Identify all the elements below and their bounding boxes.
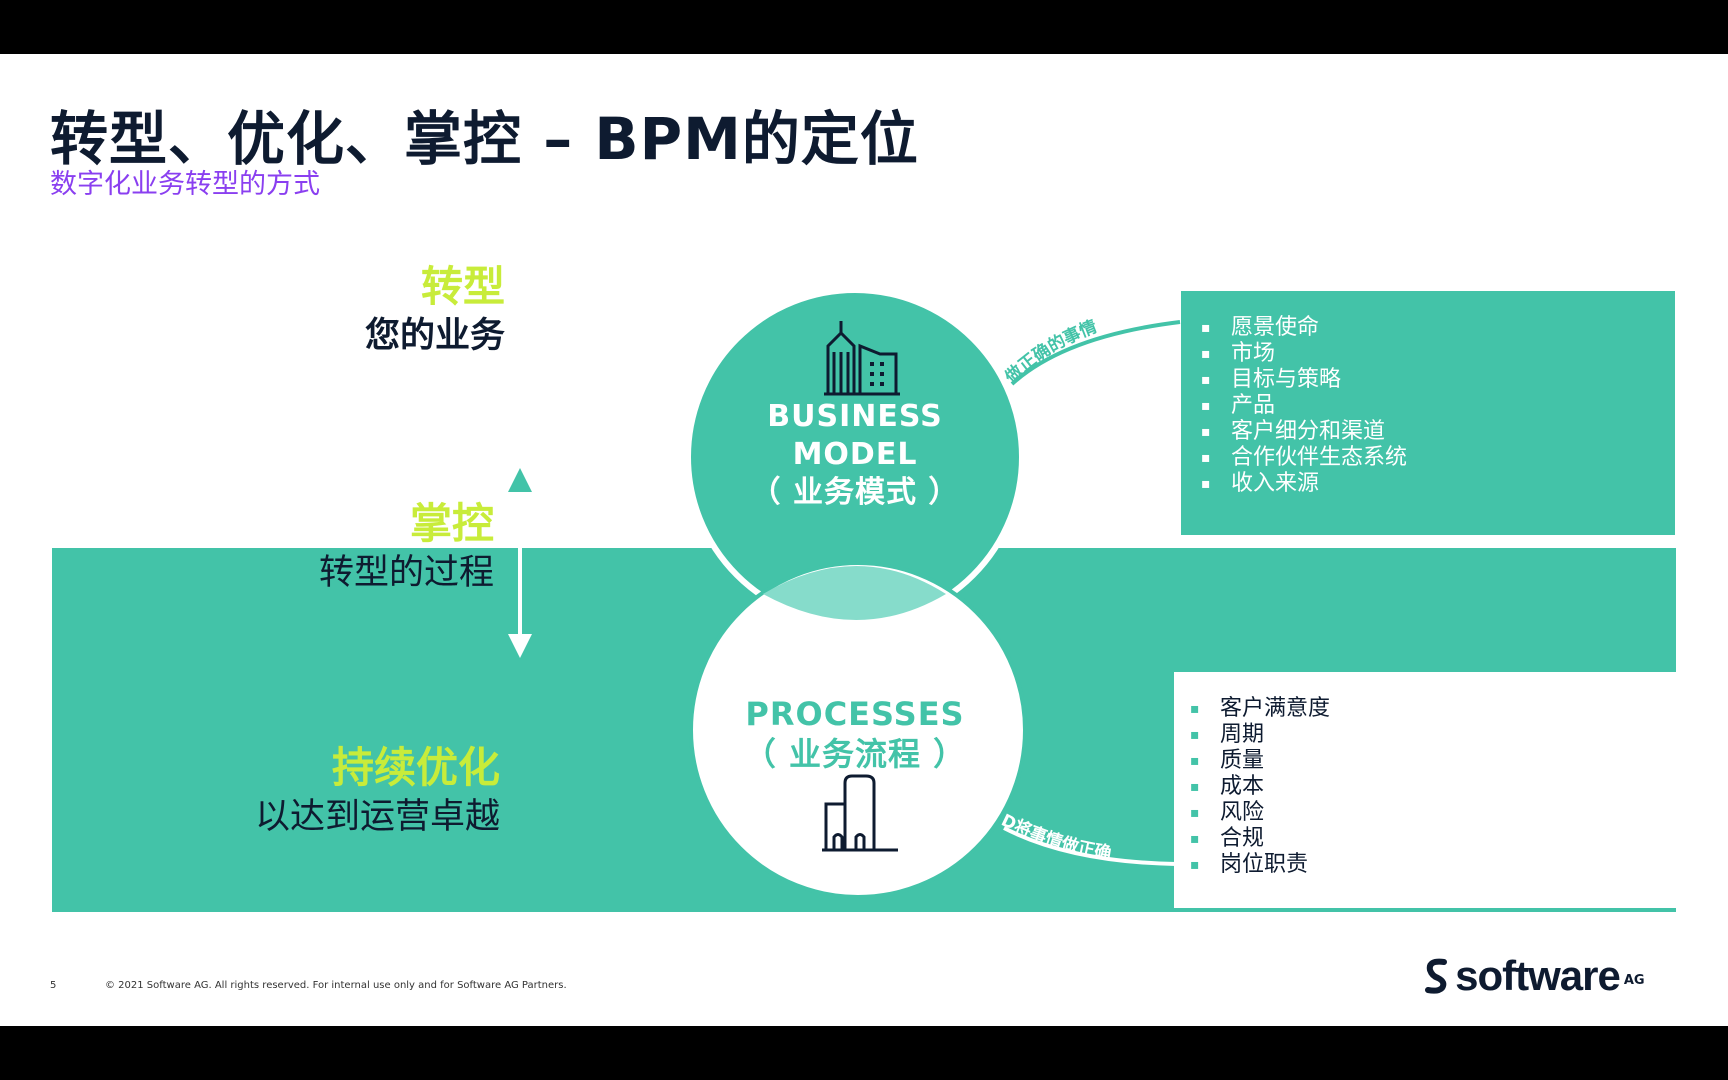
bottom-arc <box>1003 826 1177 866</box>
arc-label-top: 做正确的事情 <box>1000 316 1100 388</box>
list-item: 合作伙伴生态系统 <box>1201 445 1407 471</box>
label-transform: 转型 您的业务 <box>365 261 505 359</box>
processes-circle <box>689 561 1027 899</box>
page-number: 5 <box>50 980 57 991</box>
processes-label: PROCESSES （ 业务流程 ） <box>690 694 1020 774</box>
list-item: 客户细分和渠道 <box>1201 419 1407 445</box>
list-item: 收入来源 <box>1201 471 1407 497</box>
page-title: 转型、优化、掌控 – BPM的定位 <box>50 105 919 173</box>
slide: 转型、优化、掌控 – BPM的定位 数字化业务转型的方式 做正确的事情 D将事情… <box>0 54 1728 1026</box>
processes-line2: （ 业务流程 ） <box>743 735 967 773</box>
label-transform-highlight: 转型 <box>420 262 505 311</box>
label-optimize-sub: 以达到运营卓越 <box>254 797 500 837</box>
list-item: 周期 <box>1190 722 1330 748</box>
label-control-highlight: 掌控 <box>409 499 494 548</box>
arc-label-bottom: D将事情做正确 <box>998 811 1113 864</box>
logo-suffix: AG <box>1623 972 1645 988</box>
logo-text: software <box>1455 952 1621 999</box>
list-item: 客户满意度 <box>1190 696 1330 722</box>
list-item: 市场 <box>1201 341 1407 367</box>
process-items-list: 客户满意度 周期 质量 成本 风险 合规 岗位职责 <box>1190 696 1330 878</box>
business-model-line2: MODEL <box>792 437 918 472</box>
business-items-box: 愿景使命 市场 目标与策略 产品 客户细分和渠道 合作伙伴生态系统 收入来源 <box>1181 291 1675 535</box>
office-buildings-icon <box>824 321 900 396</box>
list-item: 质量 <box>1190 748 1330 774</box>
list-item: 合规 <box>1190 826 1330 852</box>
factory-buildings-icon <box>822 774 898 852</box>
page-subtitle: 数字化业务转型的方式 <box>50 169 320 200</box>
business-model-label: BUSINESS MODEL （ 业务模式 ） <box>690 398 1020 512</box>
business-items-list: 愿景使命 市场 目标与策略 产品 客户细分和渠道 合作伙伴生态系统 收入来源 <box>1201 315 1407 497</box>
double-arrow-icon <box>508 468 532 658</box>
overlap-lens <box>763 566 946 620</box>
list-item: 愿景使命 <box>1201 315 1407 341</box>
label-optimize: 持续优化 以达到运营卓越 <box>255 742 500 840</box>
logo-s-mark-icon <box>1425 958 1447 994</box>
business-model-line1: BUSINESS <box>767 399 943 434</box>
label-optimize-highlight: 持续优化 <box>331 743 500 792</box>
list-item: 目标与策略 <box>1201 367 1407 393</box>
copyright-text: © 2021 Software AG. All rights reserved.… <box>105 980 567 991</box>
venn-diagram: 做正确的事情 D将事情做正确 <box>508 287 1181 899</box>
list-item: 产品 <box>1201 393 1407 419</box>
list-item: 风险 <box>1190 800 1330 826</box>
list-item: 岗位职责 <box>1190 852 1330 878</box>
label-transform-sub: 您的业务 <box>364 316 505 356</box>
list-item: 成本 <box>1190 774 1330 800</box>
label-control: 掌控 转型的过程 <box>319 498 494 596</box>
business-model-line3: （ 业务模式 ） <box>750 475 960 510</box>
processes-line1: PROCESSES <box>745 695 965 733</box>
process-items-box: 客户满意度 周期 质量 成本 风险 合规 岗位职责 <box>1174 672 1677 908</box>
top-arc <box>1010 320 1181 386</box>
label-control-sub: 转型的过程 <box>318 553 494 593</box>
